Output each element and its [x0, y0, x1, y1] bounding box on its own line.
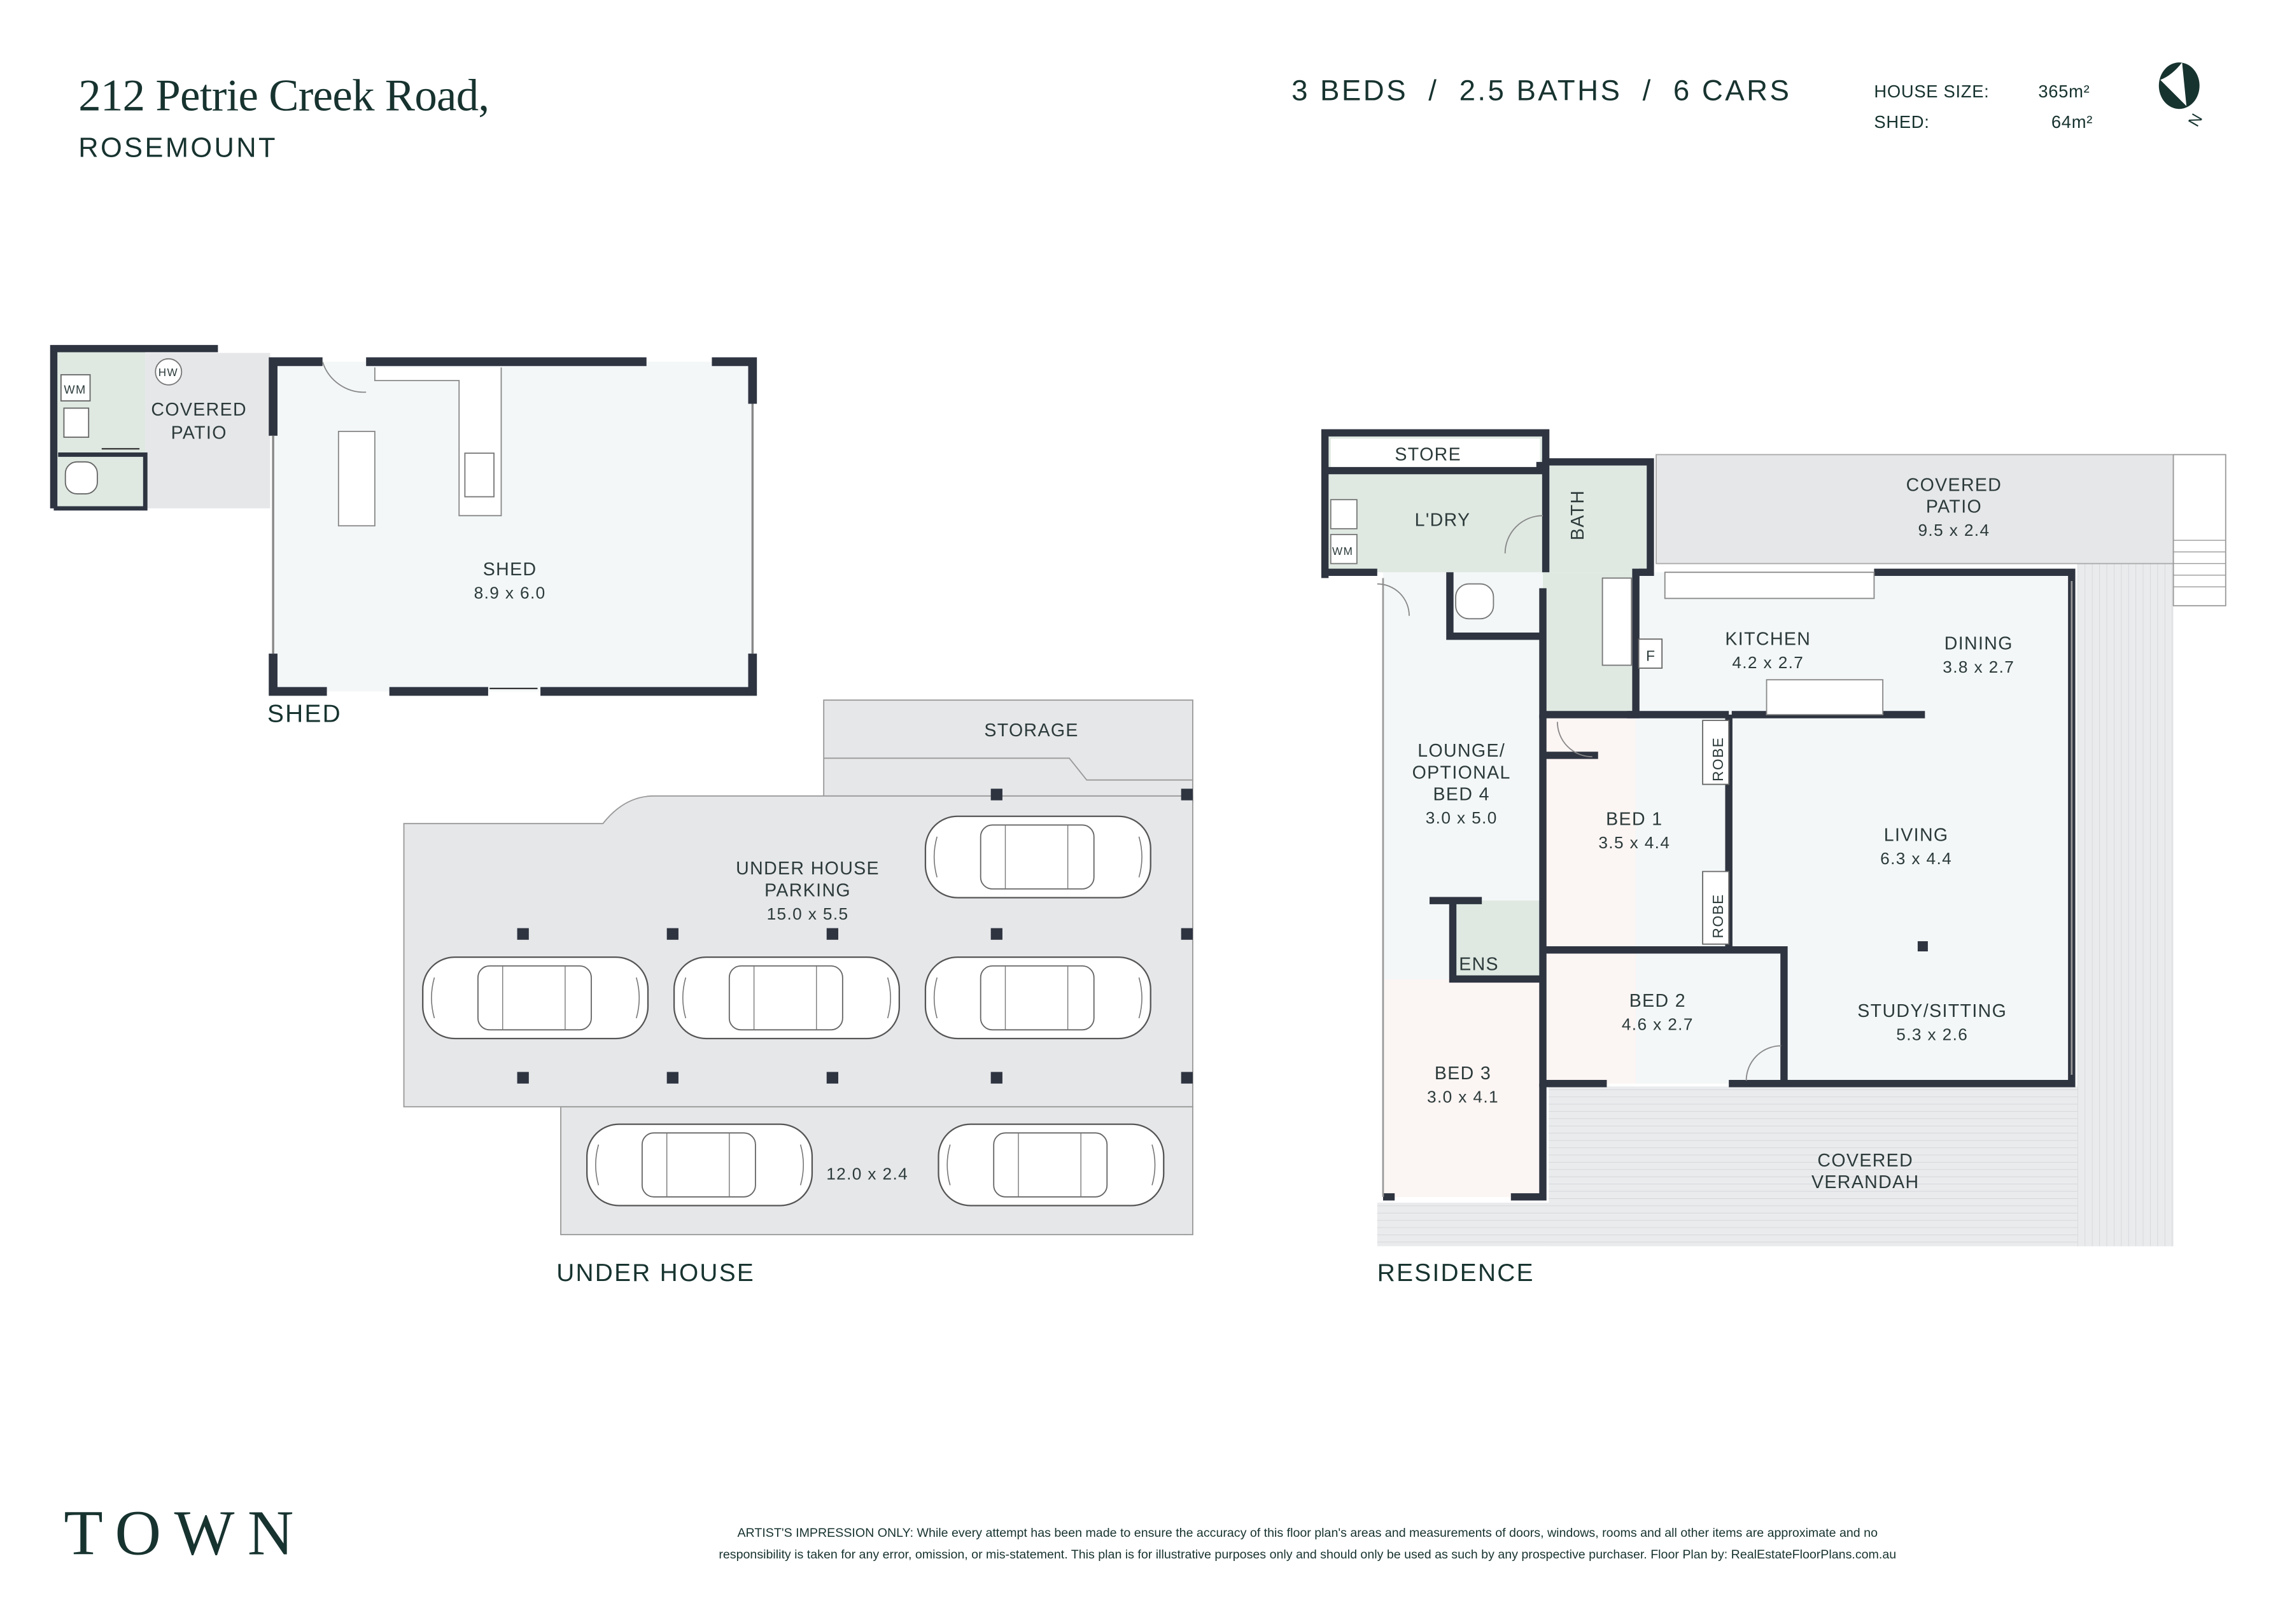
residence-plan: WM STORE L'DRY BATH F COVERED PATIO 9.5 … — [1321, 429, 2226, 1247]
svg-text:COVERED: COVERED — [1817, 1151, 1913, 1171]
svg-text:ROBE: ROBE — [1710, 737, 1726, 781]
section-label-shed: SHED — [267, 700, 342, 728]
svg-text:BED 4: BED 4 — [1433, 785, 1490, 805]
svg-text:5.3 x 2.6: 5.3 x 2.6 — [1896, 1025, 1968, 1044]
svg-text:DINING: DINING — [1944, 633, 2013, 654]
covered-verandah — [1549, 1086, 2174, 1247]
svg-text:WM: WM — [64, 383, 86, 396]
svg-text:PATIO: PATIO — [1926, 497, 1982, 517]
svg-text:BED 2: BED 2 — [1629, 991, 1686, 1011]
svg-text:COVERED: COVERED — [151, 400, 247, 420]
car-icon — [924, 956, 1151, 1040]
car-icon — [586, 1123, 813, 1207]
disclaimer-line-2: responsibility is taken for any error, o… — [719, 1546, 1897, 1562]
shed-size-label: SHED: — [1874, 111, 1930, 132]
svg-text:BED 3: BED 3 — [1435, 1063, 1491, 1084]
town-logo: TOWN — [64, 1497, 307, 1569]
svg-text:12.0 x 2.4: 12.0 x 2.4 — [826, 1164, 908, 1183]
svg-text:L'DRY: L'DRY — [1415, 510, 1471, 530]
svg-text:9.5 x 2.4: 9.5 x 2.4 — [1918, 521, 1990, 540]
svg-text:PATIO: PATIO — [171, 423, 227, 443]
svg-text:3.8 x 2.7: 3.8 x 2.7 — [1943, 657, 2014, 676]
svg-text:STORAGE: STORAGE — [984, 720, 1079, 741]
suburb: ROSEMOUNT — [78, 133, 278, 164]
shed-size-value: 64m² — [2051, 111, 2093, 132]
svg-text:LIVING: LIVING — [1884, 825, 1949, 846]
svg-text:UNDER HOUSE: UNDER HOUSE — [736, 858, 880, 879]
svg-text:F: F — [1646, 648, 1656, 664]
house-size-label: HOUSE SIZE: — [1874, 81, 1990, 102]
svg-text:ENS: ENS — [1459, 955, 1499, 975]
residence-covered-patio — [1656, 454, 2174, 564]
svg-text:3.0 x 5.0: 3.0 x 5.0 — [1426, 808, 1498, 827]
car-icon — [673, 956, 901, 1040]
shed-plan: WM HW COVERED PATIO SHED 8.9 x 6.0 — [50, 345, 757, 696]
svg-text:KITCHEN: KITCHEN — [1725, 629, 1811, 649]
svg-text:STORE: STORE — [1395, 445, 1461, 465]
svg-text:3.5 x 4.4: 3.5 x 4.4 — [1598, 833, 1670, 852]
shed-room — [273, 361, 753, 692]
disclaimer: ARTIST'S IMPRESSION ONLY: While every at… — [552, 1522, 2063, 1565]
section-label-residence: RESIDENCE — [1377, 1259, 1535, 1287]
svg-text:ROBE: ROBE — [1710, 893, 1726, 938]
svg-text:BATH: BATH — [1568, 490, 1588, 540]
address-title: 212 Petrie Creek Road, — [78, 69, 489, 121]
svg-text:4.6 x 2.7: 4.6 x 2.7 — [1622, 1014, 1694, 1033]
section-label-under-house: UNDER HOUSE — [556, 1259, 756, 1287]
disclaimer-line-1: ARTIST'S IMPRESSION ONLY: While every at… — [737, 1525, 1878, 1540]
car-icon — [938, 1123, 1165, 1207]
car-icon — [924, 815, 1151, 899]
under-house-plan: STORAGE UNDER HOUSE PARKING 15.0 x 5.5 1… — [403, 699, 1193, 1236]
property-summary: 3 BEDS / 2.5 BATHS / 6 CARS — [1291, 75, 1792, 108]
house-size-value: 365m² — [2038, 81, 2090, 102]
svg-text:SHED: SHED — [483, 559, 537, 580]
car-icon — [422, 956, 649, 1040]
svg-text:4.2 x 2.7: 4.2 x 2.7 — [1732, 653, 1804, 672]
svg-text:15.0 x 5.5: 15.0 x 5.5 — [767, 904, 849, 923]
svg-text:6.3 x 4.4: 6.3 x 4.4 — [1880, 849, 1952, 868]
svg-text:WM: WM — [1332, 545, 1353, 557]
svg-text:LOUNGE/: LOUNGE/ — [1417, 741, 1505, 761]
svg-text:3.0 x 4.1: 3.0 x 4.1 — [1427, 1087, 1499, 1106]
svg-text:BED 1: BED 1 — [1606, 809, 1663, 829]
svg-text:OPTIONAL: OPTIONAL — [1412, 762, 1511, 783]
storage-area — [823, 699, 1193, 802]
svg-text:8.9 x 6.0: 8.9 x 6.0 — [474, 583, 546, 602]
svg-text:VERANDAH: VERANDAH — [1811, 1172, 1919, 1193]
svg-text:COVERED: COVERED — [1906, 475, 2002, 495]
north-compass-icon: N — [2158, 62, 2207, 130]
svg-text:STUDY/SITTING: STUDY/SITTING — [1857, 1001, 2007, 1021]
svg-text:HW: HW — [158, 367, 178, 379]
svg-text:PARKING: PARKING — [764, 880, 851, 900]
